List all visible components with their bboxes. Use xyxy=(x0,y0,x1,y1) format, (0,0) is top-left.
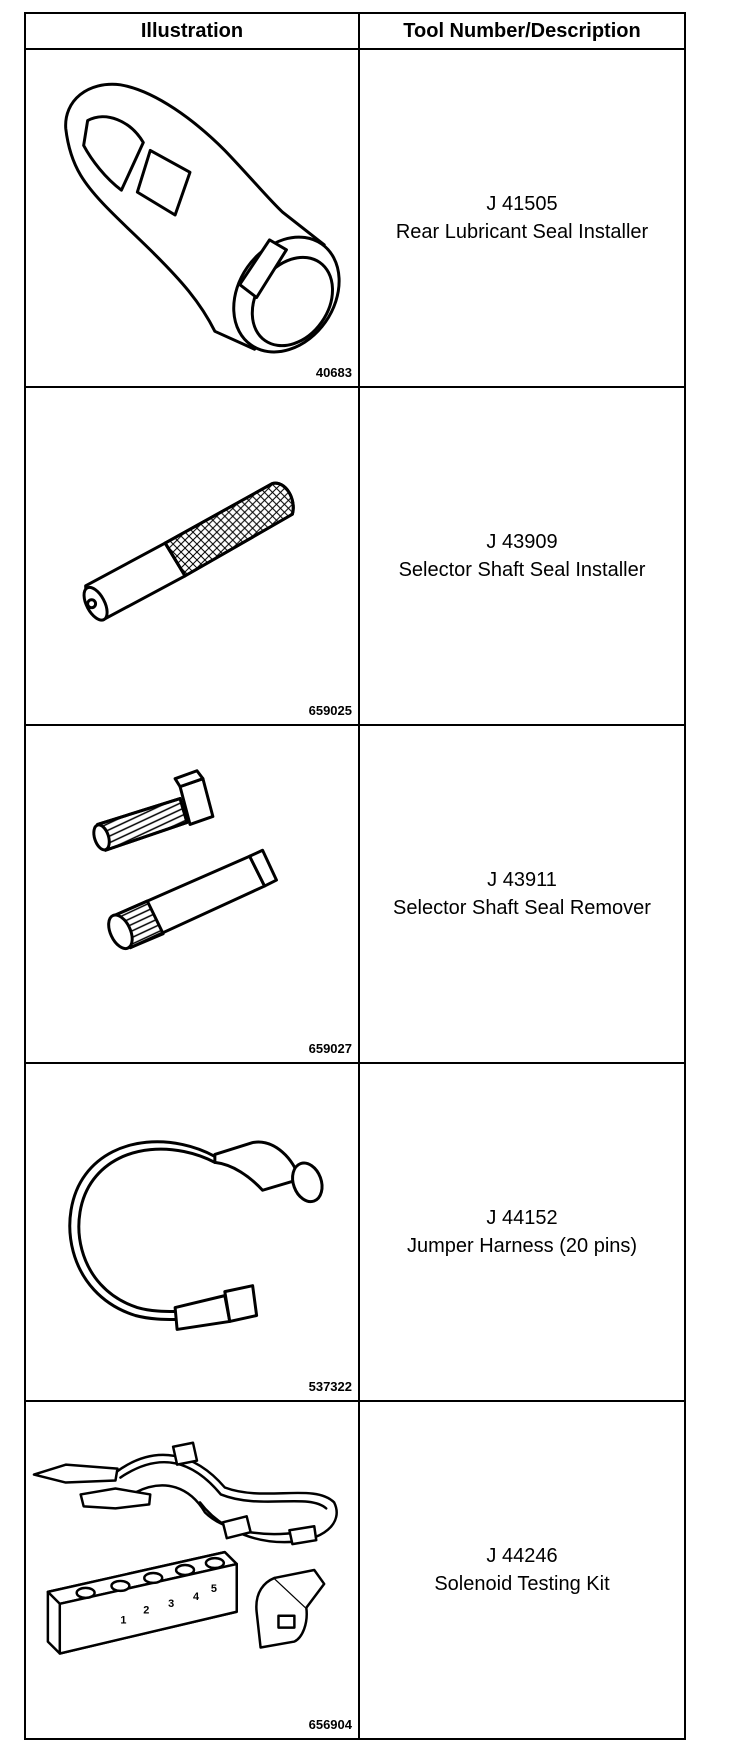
tool-number: J 44246 xyxy=(486,1545,558,1567)
kit-block-label: 1 xyxy=(120,1615,126,1627)
tool-number: J 44152 xyxy=(486,1207,558,1229)
column-header-description: Tool Number/Description xyxy=(358,12,686,50)
table-row: 1 2 3 4 5 656904 J 44246 Solenoid Testin… xyxy=(24,1400,686,1740)
figure-number: 656904 xyxy=(308,1717,352,1732)
kit-block-label: 4 xyxy=(193,1591,200,1603)
kit-block-label: 2 xyxy=(143,1605,149,1617)
figure-number: 659025 xyxy=(308,703,352,718)
seal-installer-icon xyxy=(64,82,341,354)
table-row: 40683 J 41505 Rear Lubricant Seal Instal… xyxy=(24,48,686,388)
table-row: 659025 J 43909 Selector Shaft Seal Insta… xyxy=(24,386,686,726)
illustration-cell: 659025 xyxy=(24,386,360,726)
tool-number: J 43909 xyxy=(486,531,558,553)
tool-description: Selector Shaft Seal Installer xyxy=(398,559,646,581)
table-row: 659027 J 43911 Selector Shaft Seal Remov… xyxy=(24,724,686,1064)
jumper-harness-icon xyxy=(68,1140,324,1331)
description-cell: J 41505 Rear Lubricant Seal Installer xyxy=(358,48,686,388)
table-row: 537322 J 44152 Jumper Harness (20 pins) xyxy=(24,1062,686,1402)
tool-description: Selector Shaft Seal Remover xyxy=(393,897,651,919)
bolt-and-remover-icon xyxy=(92,769,278,951)
description-cell: J 44152 Jumper Harness (20 pins) xyxy=(358,1062,686,1402)
figure-number: 659027 xyxy=(308,1041,352,1056)
description-cell: J 44246 Solenoid Testing Kit xyxy=(358,1400,686,1740)
tool-description: Solenoid Testing Kit xyxy=(434,1573,610,1595)
kit-block-label: 5 xyxy=(211,1583,217,1595)
description-cell: J 43911 Selector Shaft Seal Remover xyxy=(358,724,686,1064)
illustration-cell: 40683 xyxy=(24,48,360,388)
illustration-cell: 537322 xyxy=(24,1062,360,1402)
tool-table-sheet: Illustration Tool Number/Description xyxy=(24,12,686,1740)
tool-description: Jumper Harness (20 pins) xyxy=(406,1235,638,1257)
description-cell: J 43909 Selector Shaft Seal Installer xyxy=(358,386,686,726)
column-header-illustration: Illustration xyxy=(24,12,360,50)
illustration-cell: 659027 xyxy=(24,724,360,1064)
tool-number: J 41505 xyxy=(486,193,558,215)
figure-number: 537322 xyxy=(308,1379,352,1394)
figure-number: 40683 xyxy=(315,365,352,380)
knurled-installer-icon xyxy=(82,481,295,622)
tool-number: J 43911 xyxy=(487,869,557,891)
illustration-cell: 1 2 3 4 5 656904 xyxy=(24,1400,360,1740)
table-header-row: Illustration Tool Number/Description xyxy=(24,12,686,50)
special-tools-table: Illustration Tool Number/Description xyxy=(24,12,686,1740)
tool-description: Rear Lubricant Seal Installer xyxy=(395,221,649,243)
kit-block-label: 3 xyxy=(168,1598,174,1610)
solenoid-kit-icon: 1 2 3 4 5 xyxy=(32,1441,338,1655)
